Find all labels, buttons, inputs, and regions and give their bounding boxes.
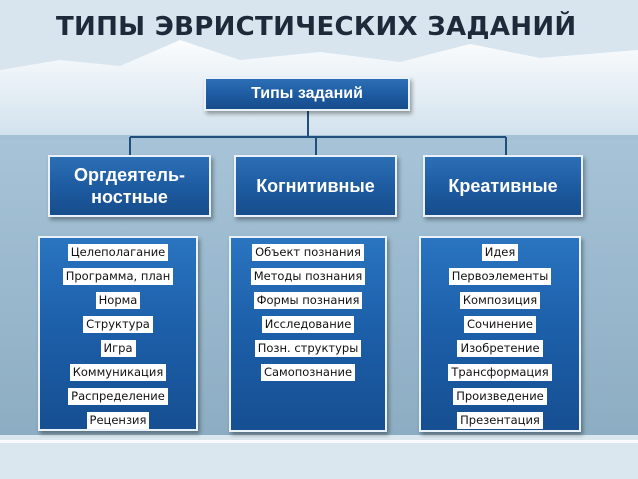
- list-item: Произведение: [421, 384, 579, 408]
- list-item: Структура: [40, 312, 196, 336]
- root-node: Типы заданий: [204, 77, 410, 111]
- list-orgdeyatelnostnye: Целеполагание Программа, план Норма Стру…: [38, 236, 198, 431]
- list-item: Игра: [40, 336, 196, 360]
- list-item: Методы познания: [231, 264, 385, 288]
- list-item: Самопознание: [231, 360, 385, 384]
- root-label: Типы заданий: [251, 85, 363, 102]
- list-item: Композиция: [421, 288, 579, 312]
- list-item: Идея: [421, 240, 579, 264]
- list-item: Программа, план: [40, 264, 196, 288]
- list-item: Формы познания: [231, 288, 385, 312]
- list-item: Изобретение: [421, 336, 579, 360]
- category-label: Когнитивные: [256, 176, 375, 196]
- list-item: Сочинение: [421, 312, 579, 336]
- list-item: Норма: [40, 288, 196, 312]
- list-item: Распределение: [40, 384, 196, 408]
- list-item: Объект познания: [231, 240, 385, 264]
- list-item: Рецензия: [40, 408, 196, 432]
- list-item: Первоэлементы: [421, 264, 579, 288]
- category-kognitivnye: Когнитивные: [234, 155, 397, 217]
- list-kognitivnye: Объект познания Методы познания Формы по…: [229, 236, 387, 432]
- list-item: Целеполагание: [40, 240, 196, 264]
- page-title: ТИПЫ ЭВРИСТИЧЕСКИХ ЗАДАНИЙ: [56, 12, 577, 42]
- category-label-line1: Оргдеятель-: [73, 165, 186, 185]
- list-item: Коммуникация: [40, 360, 196, 384]
- list-item: Трансформация: [421, 360, 579, 384]
- category-orgdeyatelnostnye: Оргдеятель- ностные: [48, 155, 211, 217]
- category-kreativnye: Креативные: [423, 155, 583, 217]
- list-kreativnye: Идея Первоэлементы Композиция Сочинение …: [419, 236, 581, 432]
- list-item: Исследование: [231, 312, 385, 336]
- category-label-line2: ностные: [91, 187, 168, 207]
- list-item: Позн. структуры: [231, 336, 385, 360]
- category-label: Креативные: [448, 176, 558, 196]
- list-item: Презентация: [421, 408, 579, 432]
